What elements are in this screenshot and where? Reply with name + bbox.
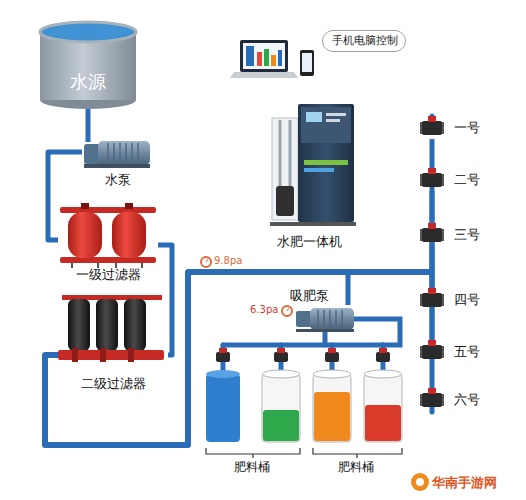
node-label: 水肥一体机 — [262, 234, 357, 250]
zone-valves — [420, 116, 444, 407]
node-label: 一号 — [454, 120, 480, 136]
water-pipe — [48, 152, 82, 240]
water-pipe — [45, 272, 432, 445]
water-pump: 水泵 — [82, 142, 153, 188]
zone-valve: 四号 — [420, 289, 496, 311]
pressure-value: 9.8pa — [214, 255, 242, 266]
node-label: 五号 — [454, 344, 480, 360]
water-pipe — [45, 191, 432, 445]
water-pipe — [45, 139, 432, 445]
primary-filter: 一级过滤器 — [58, 200, 158, 285]
node-label: 三号 — [454, 227, 480, 243]
bucket-pipes — [223, 116, 432, 412]
secondary-filter — [58, 295, 164, 362]
zone-valve: 六号 — [420, 389, 496, 411]
suction-pump — [296, 308, 354, 332]
water-tank — [40, 22, 136, 109]
node-label: 一级过滤器 — [58, 267, 158, 283]
feed-pipe — [223, 345, 383, 374]
bracket — [206, 448, 402, 458]
water-pipe — [45, 272, 432, 445]
water-pipe — [45, 272, 432, 445]
zone-valve: 一号 — [420, 117, 496, 139]
suction-pump: 吸肥泵 — [296, 305, 354, 333]
bucket-valves — [216, 348, 390, 362]
fertigation-machine — [270, 104, 356, 226]
zone-valve: 二号 — [420, 169, 496, 191]
node-label: 四号 — [454, 292, 480, 308]
node-label: 六号 — [454, 392, 480, 408]
bucket-group-label: 肥料桶 — [234, 459, 270, 476]
node-label: 水源 — [38, 71, 138, 92]
fertigation-machine: 水肥一体机 — [262, 98, 357, 256]
node-label: 手机电脑控制 — [323, 34, 407, 48]
feed-pipe — [354, 319, 400, 345]
water-pipe — [86, 107, 91, 142]
water-pipe — [45, 246, 432, 445]
primary-filter — [60, 203, 156, 268]
watermark: 华南手游网 — [432, 474, 497, 492]
fertilizer-buckets — [206, 370, 402, 442]
water-source-tank: 水源 — [38, 25, 138, 107]
feed-pipe — [223, 343, 383, 348]
secondary-filter: 二级过滤器 — [58, 290, 168, 395]
zone-valve: 五号 — [420, 341, 496, 363]
water-pump — [84, 141, 150, 168]
pressure-value: 6.3pa — [250, 304, 278, 315]
water-pipe — [45, 272, 348, 445]
bucket-group-label: 肥料桶 — [338, 459, 374, 476]
water-pipe — [158, 245, 172, 355]
node-label: 二级过滤器 — [58, 376, 168, 392]
computer-and-phone — [230, 40, 314, 78]
control-bubble: 手机电脑控制 — [322, 30, 406, 52]
node-label: 水泵 — [82, 172, 153, 188]
node-label: 吸肥泵 — [290, 288, 329, 304]
node-label: 二号 — [454, 172, 480, 188]
watermark-logo — [411, 473, 429, 491]
zone-valve: 三号 — [420, 224, 496, 246]
